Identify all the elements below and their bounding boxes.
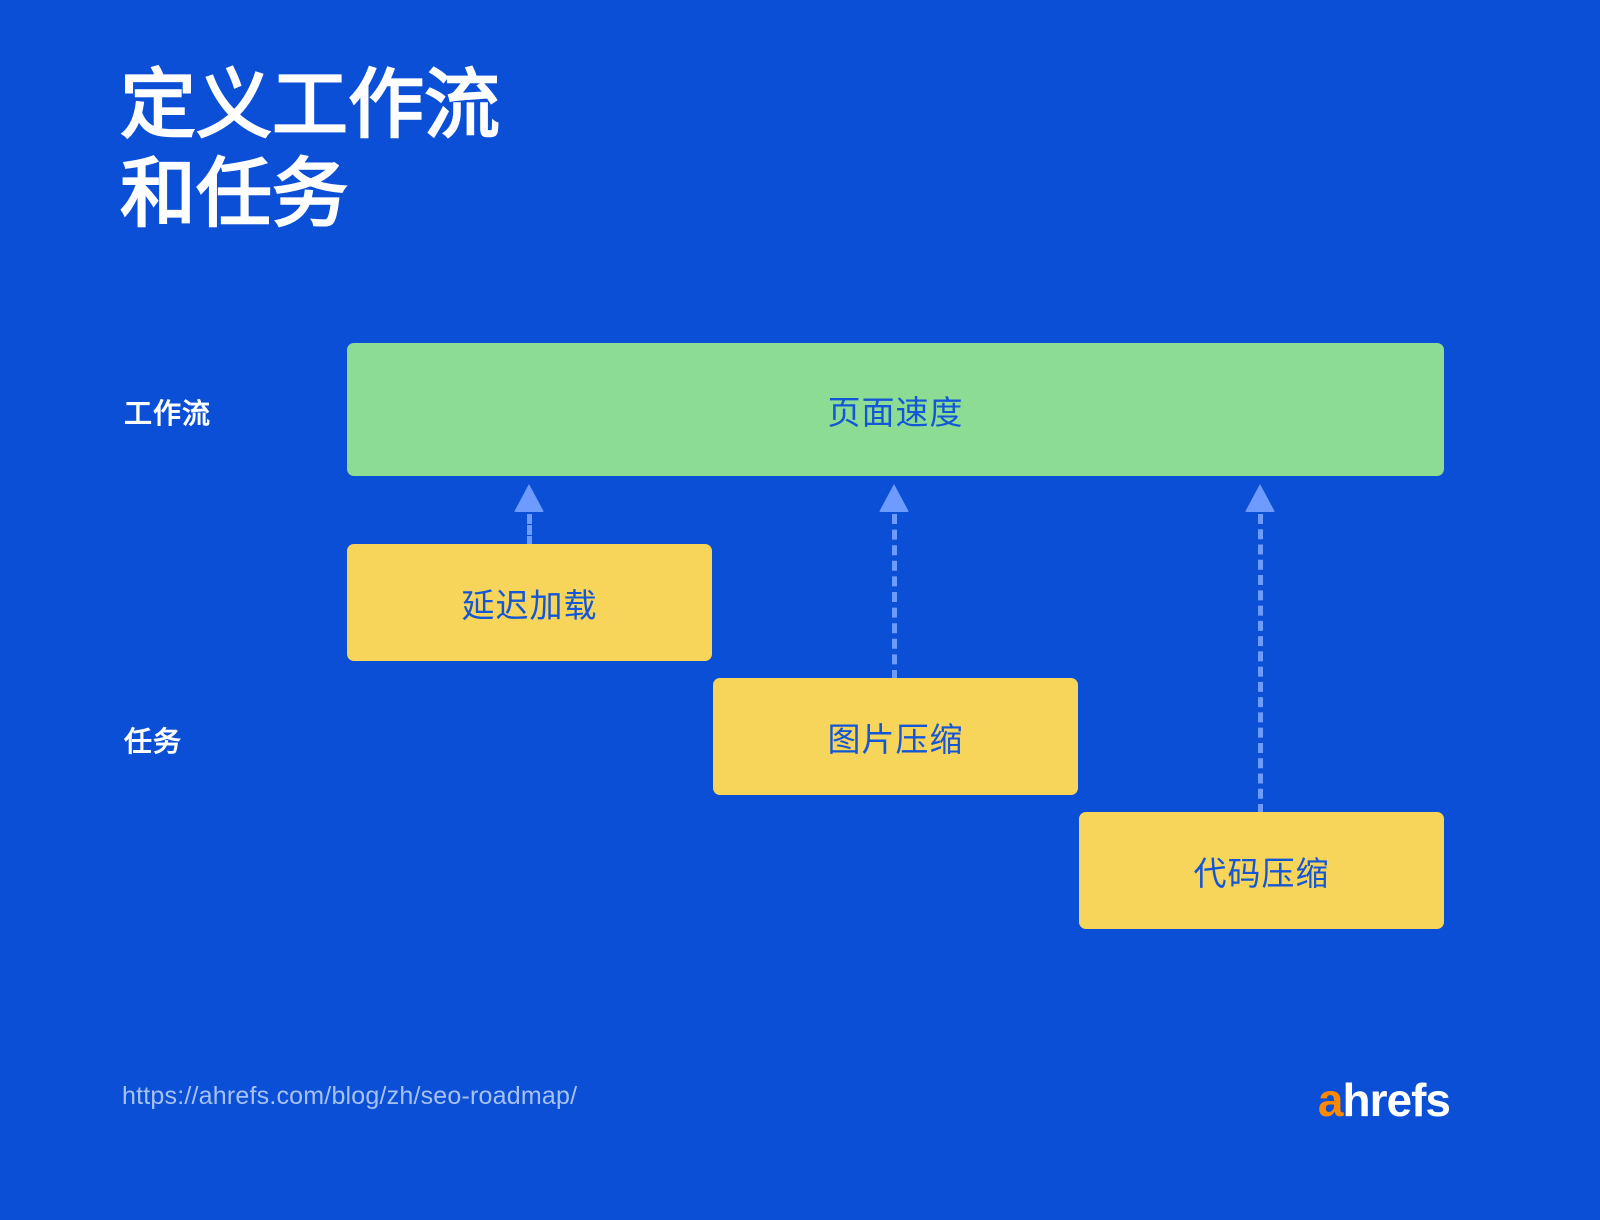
arrow-up-icon — [879, 484, 909, 512]
row-label-workflow: 工作流 — [124, 398, 212, 429]
arrow-up-icon — [514, 484, 544, 512]
row-label-tasks: 任务 — [124, 726, 183, 757]
task-node-label: 代码压缩 — [1193, 854, 1330, 892]
workflow-node-page-speed[interactable]: 页面速度 — [347, 343, 1444, 476]
ahrefs-logo: ahrefs — [1317, 1074, 1451, 1126]
task-node-lazy-load[interactable]: 延迟加载 — [347, 544, 712, 661]
dashed-line — [527, 514, 532, 546]
task-node-label: 图片压缩 — [827, 720, 964, 758]
task-node-image-compression[interactable]: 图片压缩 — [713, 678, 1078, 795]
logo-wordmark: hrefs — [1342, 1074, 1451, 1126]
task-node-label: 延迟加载 — [461, 586, 598, 624]
source-url[interactable]: https://ahrefs.com/blog/zh/seo-roadmap/ — [122, 1082, 578, 1110]
task-node-code-minification[interactable]: 代码压缩 — [1079, 812, 1444, 929]
logo-accent-letter: a — [1317, 1074, 1344, 1126]
workflow-node-label: 页面速度 — [827, 393, 964, 431]
dashed-line — [1258, 514, 1263, 814]
dashed-line — [892, 514, 897, 680]
page-title: 定义工作流 和任务 — [120, 63, 500, 237]
arrow-up-icon — [1245, 484, 1275, 512]
